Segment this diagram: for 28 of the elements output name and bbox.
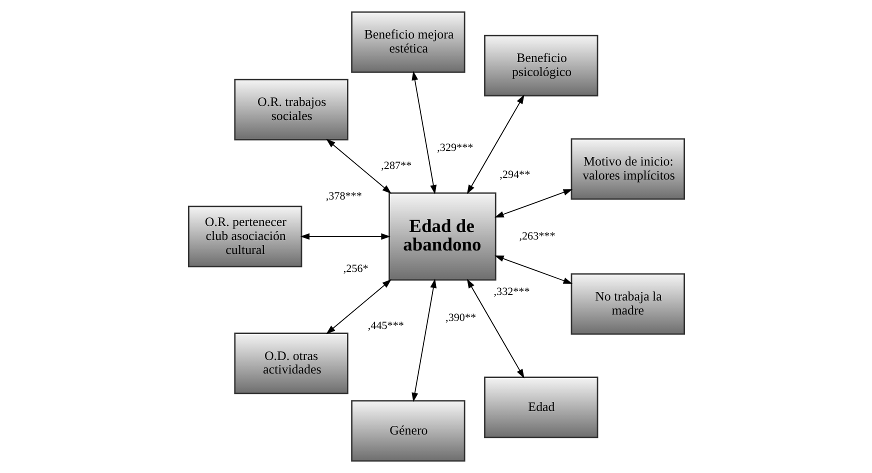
node-box: Edad <box>484 376 598 438</box>
node-box: Beneficio psicológico <box>484 34 598 96</box>
node-box: Beneficio mejora estética <box>350 11 465 73</box>
node-box: Género <box>350 400 465 462</box>
edge-label: ,329*** <box>436 142 473 154</box>
edge-label: ,445*** <box>367 320 404 332</box>
edge-label: ,294** <box>499 169 530 182</box>
node-box: Motivo de inicio: valores implícitos <box>570 138 684 200</box>
node-box: O.D. otras actividades <box>234 332 348 394</box>
edge-label: ,287** <box>380 160 412 172</box>
node-box: O.R. trabajos sociales <box>234 78 348 140</box>
edge-label: ,390** <box>445 312 476 324</box>
arrow <box>326 138 391 194</box>
arrow <box>300 233 390 240</box>
arrow <box>326 279 391 334</box>
node-box: No trabaja la madre <box>570 273 684 335</box>
arrow <box>494 255 572 284</box>
arrow <box>466 94 524 194</box>
edge-label: ,256* <box>342 263 368 276</box>
edge-label: ,378*** <box>325 190 362 203</box>
arrow <box>411 70 436 194</box>
node-box: O.R. pertenecer club asociación cultural <box>188 206 302 268</box>
edge-label: ,332*** <box>493 286 530 298</box>
arrow <box>411 278 436 402</box>
edge-label: ,263*** <box>518 230 555 242</box>
arrow <box>466 278 524 378</box>
arrow <box>494 189 572 218</box>
node-box: Edad de abandono <box>388 192 496 281</box>
